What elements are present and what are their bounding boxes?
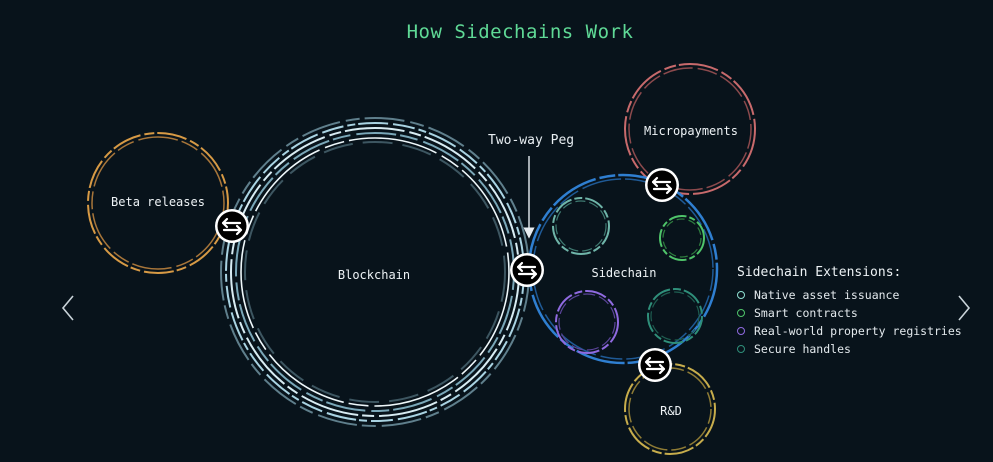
blockchain-label: Blockchain <box>337 268 411 282</box>
legend-item: Native asset issuance <box>737 286 962 304</box>
swap-arrows-icon <box>510 253 544 287</box>
swap-arrows-icon <box>638 348 672 382</box>
beta-releases-label: Beta releases <box>111 195 205 209</box>
legend-dot-icon <box>737 327 745 335</box>
legend-item-label: Real-world property registries <box>754 324 962 338</box>
chevron-left-icon <box>61 295 74 321</box>
micropayments-label: Micropayments <box>644 124 738 138</box>
prev-slide-button[interactable] <box>58 292 78 324</box>
legend-title: Sidechain Extensions: <box>737 265 902 280</box>
legend-dot-icon <box>737 345 745 353</box>
micropayments-node <box>624 63 756 195</box>
beta-releases-node <box>87 132 229 274</box>
next-slide-button[interactable] <box>954 292 974 324</box>
legend-item-label: Native asset issuance <box>754 288 900 302</box>
legend-dot-icon <box>737 309 745 317</box>
legend-item: Secure handles <box>737 340 962 358</box>
ext-property-registries-circle <box>555 290 619 354</box>
legend-item-label: Smart contracts <box>754 306 858 320</box>
extensions-legend: Sidechain Extensions: Native asset issua… <box>737 265 962 358</box>
sidechain-label: Sidechain <box>591 266 657 280</box>
ext-smart-contracts-circle <box>659 215 705 261</box>
rnd-label: R&D <box>660 404 682 418</box>
legend-dot-icon <box>737 291 745 299</box>
swap-arrows-icon <box>215 209 249 243</box>
swap-arrows-icon <box>645 168 679 202</box>
page-title: How Sidechains Work <box>406 21 634 43</box>
ext-secure-handles-circle <box>647 288 703 344</box>
two-way-peg-label: Two-way Peg <box>488 133 575 148</box>
ext-native-asset-circle <box>552 197 610 255</box>
legend-item-label: Secure handles <box>754 342 851 356</box>
legend-item: Smart contracts <box>737 304 962 322</box>
legend-item: Real-world property registries <box>737 322 962 340</box>
chevron-right-icon <box>958 295 971 321</box>
